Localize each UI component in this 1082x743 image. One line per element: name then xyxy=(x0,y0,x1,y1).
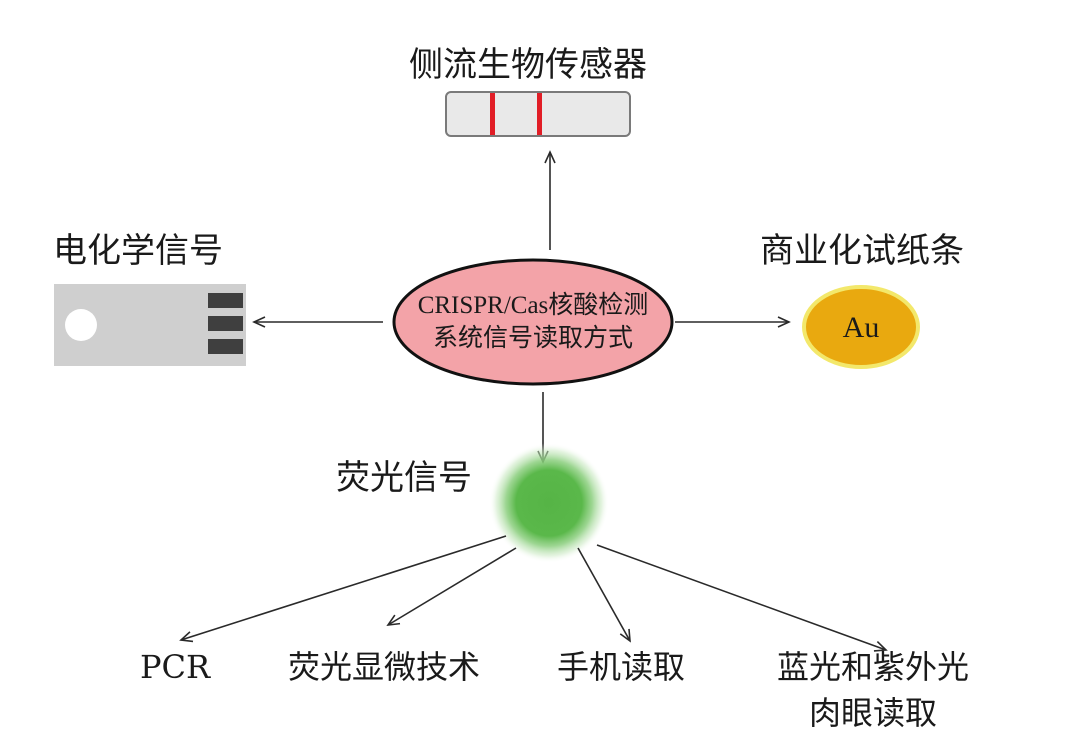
arrow-to-naked-eye xyxy=(596,544,888,652)
method-naked-eye-line1: 蓝光和紫外光 xyxy=(777,648,969,686)
arrow-to-phone-readout xyxy=(577,547,631,643)
method-pcr: PCR xyxy=(140,648,211,686)
lateral-flow-strip-icon xyxy=(445,91,631,137)
method-naked-eye-line2: 肉眼读取 xyxy=(809,694,937,732)
method-phone-readout: 手机读取 xyxy=(557,648,685,686)
method-fluorescence-microscopy: 荧光显微技术 xyxy=(288,648,480,686)
commercial-strip-label: 商业化试纸条 xyxy=(760,231,964,271)
electrode-icon xyxy=(54,284,246,366)
center-node: CRISPR/Cas核酸检测 系统信号读取方式 xyxy=(392,258,674,386)
gold-badge-label: Au xyxy=(843,311,880,344)
lateral-flow-label: 侧流生物传感器 xyxy=(409,45,647,85)
electrochemical-label: 电化学信号 xyxy=(53,231,223,271)
fluorescence-label: 荧光信号 xyxy=(336,458,472,498)
center-title-line2: 系统信号读取方式 xyxy=(433,324,633,352)
arrow-to-fluorescence-microscopy xyxy=(386,547,517,626)
center-title-line1: CRISPR/Cas核酸检测 xyxy=(418,291,649,319)
fluorescence-glow-icon xyxy=(489,443,609,563)
gold-nanoparticle-icon: Au xyxy=(802,285,920,369)
arrow-to-pcr xyxy=(179,535,507,643)
